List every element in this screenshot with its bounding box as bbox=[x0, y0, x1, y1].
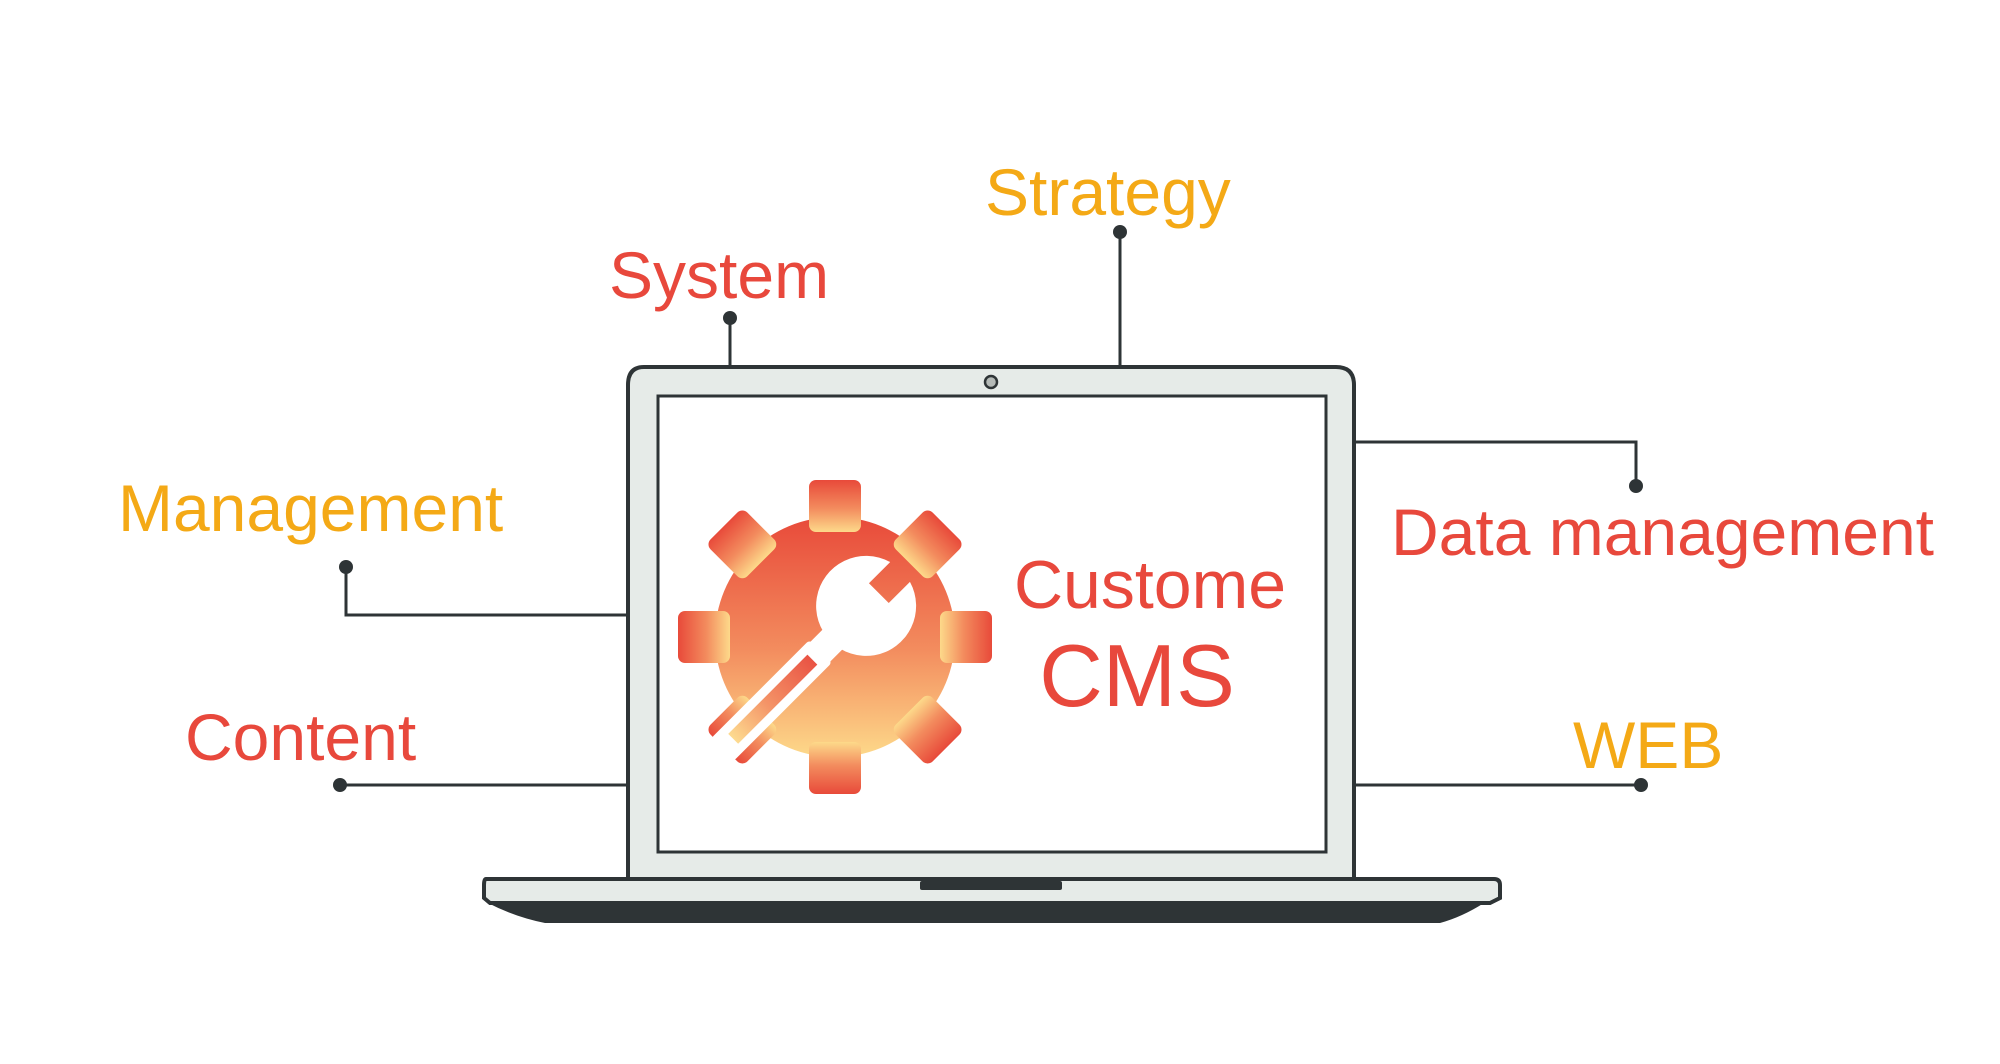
label-content: Content bbox=[185, 700, 416, 774]
laptop-hinge bbox=[920, 881, 1062, 890]
connector-dots bbox=[333, 225, 1648, 792]
label-system: System bbox=[609, 238, 829, 312]
dot-data-management bbox=[1629, 479, 1643, 493]
dot-strategy bbox=[1113, 225, 1127, 239]
dot-web bbox=[1634, 778, 1648, 792]
connector-management bbox=[344, 567, 628, 617]
label-strategy: Strategy bbox=[985, 155, 1231, 229]
gear-wrench-icon bbox=[678, 480, 992, 794]
laptop-base bbox=[482, 877, 1502, 905]
screen-title-line1: Custome bbox=[1014, 547, 1286, 623]
connector-lines bbox=[340, 232, 1641, 787]
dot-system bbox=[723, 311, 737, 325]
label-management: Management bbox=[118, 471, 503, 545]
webcam-icon bbox=[983, 374, 999, 390]
laptop-base-bottom bbox=[488, 903, 1484, 923]
dot-content bbox=[333, 778, 347, 792]
label-web: WEB bbox=[1573, 708, 1723, 782]
screen-title-line2: CMS bbox=[1039, 626, 1235, 725]
label-data-management: Data management bbox=[1391, 495, 1934, 569]
dot-management bbox=[339, 560, 353, 574]
connector-data-management bbox=[1354, 440, 1638, 486]
